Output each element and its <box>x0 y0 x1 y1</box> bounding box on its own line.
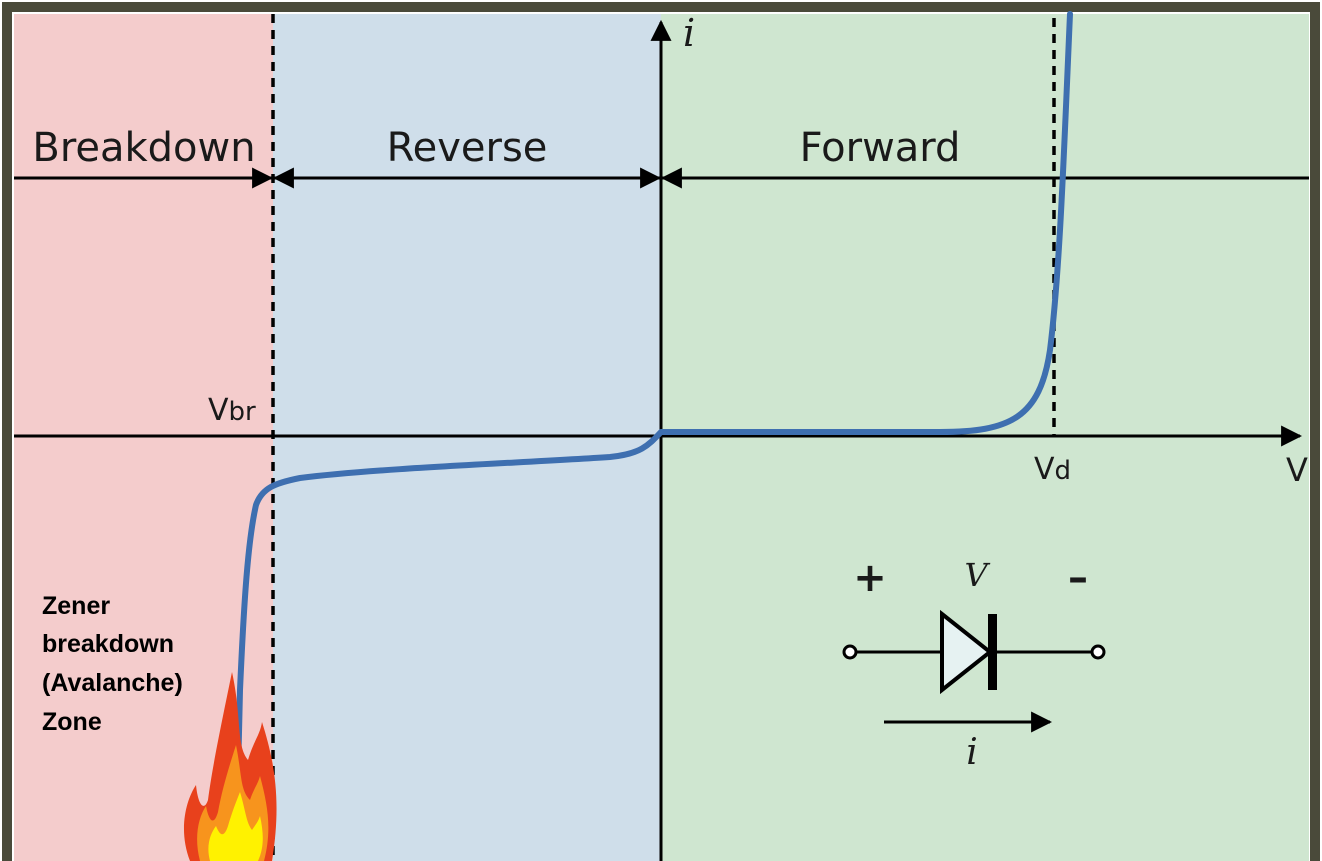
voltage-axis-label: V <box>1286 451 1308 489</box>
current-axis-label: i <box>683 11 695 55</box>
zone-note-line-3: (Avalanche) <box>42 669 183 697</box>
zone-note-line-1: Zener <box>42 592 110 620</box>
zener-zone-note: Zener breakdown (Avalanche) Zone <box>42 592 190 736</box>
zone-note-line-4: Zone <box>42 708 102 736</box>
fire-icon <box>183 672 277 861</box>
diode-voltage-label: V <box>964 556 990 594</box>
diode-current-label: i <box>966 732 978 773</box>
zone-note-line-2: breakdown <box>42 630 174 658</box>
iv-characteristic-curve <box>233 11 1073 861</box>
diode-minus-sign: – <box>1068 555 1088 601</box>
vbr-label: Vbr <box>208 393 256 428</box>
vd-label: Vd <box>1034 452 1071 487</box>
breakdown-label: Breakdown <box>32 125 255 171</box>
diode-icon <box>842 609 1106 695</box>
reverse-label: Reverse <box>387 125 548 171</box>
diode-plus-sign: + <box>853 555 887 601</box>
forward-label: Forward <box>800 125 961 171</box>
